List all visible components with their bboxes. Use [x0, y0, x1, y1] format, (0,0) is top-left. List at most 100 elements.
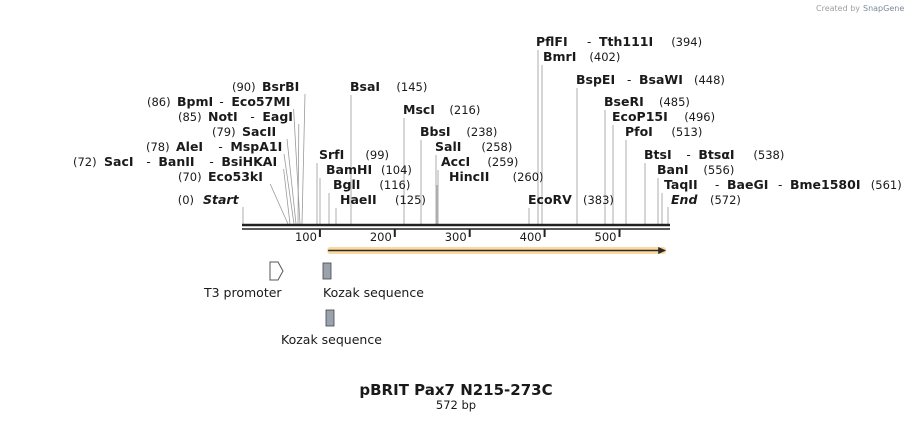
enzyme-name: SrfI: [319, 147, 344, 162]
cut-site-position: (448): [694, 73, 725, 87]
enzyme-name: BseRI: [604, 94, 644, 109]
name-separator: -: [146, 155, 150, 169]
cut-site-leaders: [242, 50, 669, 225]
cut-site-position: (402): [589, 50, 620, 64]
name-separator: -: [778, 178, 782, 192]
name-separator: -: [218, 140, 222, 154]
enzyme-name: SacI: [104, 154, 134, 169]
enzyme-name: BsrBI: [262, 79, 299, 94]
kozak-sequence-label: Kozak sequence: [323, 285, 424, 300]
enzyme-name: PfoI: [625, 124, 653, 139]
enzyme-name: AccI: [441, 154, 470, 169]
enzyme-name: EcoRV: [528, 192, 572, 207]
enzyme-name: MscI: [403, 102, 435, 117]
kozak-sequence-box[interactable]: [325, 309, 335, 327]
orf-arrow[interactable]: [327, 247, 667, 254]
cut-site-position: (258): [481, 140, 512, 154]
enzyme-name: AleI: [176, 139, 203, 154]
cut-site-position: (556): [703, 163, 734, 177]
cut-site-position: (216): [449, 103, 480, 117]
name-separator: -: [715, 178, 719, 192]
t3-promoter-arrow[interactable]: [269, 261, 284, 281]
end-position: (572): [710, 193, 741, 207]
enzyme-name: BtsαI: [698, 147, 734, 162]
name-separator: -: [209, 155, 213, 169]
enzyme-name: Bme1580I: [790, 177, 860, 192]
enzyme-name: EcoP15I: [612, 109, 668, 124]
cut-site-leader: [297, 123, 300, 225]
cut-site-position: (125): [395, 193, 426, 207]
enzyme-name: BanII: [158, 154, 194, 169]
enzyme-name: BanI: [657, 162, 689, 177]
name-separator: -: [587, 35, 591, 49]
ruler-tick-label: 200: [370, 230, 392, 244]
cut-site-leader: [269, 183, 289, 225]
enzyme-name: Tth111I: [599, 34, 653, 49]
cut-site-position: (538): [753, 148, 784, 162]
name-separator: -: [250, 110, 254, 124]
enzyme-name: BaeGI: [727, 177, 768, 192]
enzyme-name: HaeII: [340, 192, 377, 207]
ruler-tick-label: 400: [520, 230, 542, 244]
cut-site-position: (394): [671, 35, 702, 49]
cut-site-leader: [301, 93, 306, 225]
sequence-backbone: [242, 223, 670, 230]
cut-site-position: (99): [365, 148, 389, 162]
credit-brand: SnapGene: [863, 4, 904, 13]
credit-text: Created by: [816, 4, 860, 13]
kozak-sequence-label: Kozak sequence: [281, 332, 382, 347]
ruler-tick-label: 300: [445, 230, 467, 244]
ruler-tick-label: 500: [595, 230, 617, 244]
enzyme-name: BsiHKAI: [221, 154, 277, 169]
cut-site-position: (79): [212, 125, 236, 139]
cut-site-leader: [293, 108, 301, 225]
cut-site-position: (104): [381, 163, 412, 177]
cut-site-position: (90): [232, 80, 256, 94]
cut-site-position: (383): [583, 193, 614, 207]
enzyme-name: BtsI: [644, 147, 672, 162]
cut-site-position: (238): [466, 125, 497, 139]
cut-site-position: (145): [396, 80, 427, 94]
start-position: (0): [178, 193, 194, 207]
enzyme-name: HincII: [449, 169, 489, 184]
kozak-sequence-box[interactable]: [322, 262, 332, 280]
enzyme-name: SacII: [242, 124, 276, 139]
cut-site-position: (116): [379, 178, 410, 192]
enzyme-name: PflFI: [536, 34, 568, 49]
enzyme-name: BglI: [333, 177, 360, 192]
enzyme-name: BpmI: [177, 94, 213, 109]
enzyme-name: BsaWI: [639, 72, 683, 87]
name-separator: -: [627, 73, 631, 87]
cut-site-leader: [283, 153, 295, 225]
t3-promoter-label: T3 promoter: [203, 285, 282, 300]
name-separator: -: [686, 148, 690, 162]
plasmid-length: 572 bp: [436, 398, 476, 412]
enzyme-name: BmrI: [543, 49, 576, 64]
cut-site-position: (485): [659, 95, 690, 109]
enzyme-name: NotI: [208, 109, 238, 124]
enzyme-name: EagI: [262, 109, 293, 124]
cut-site-position: (561): [871, 178, 902, 192]
cut-site-leader: [286, 138, 297, 225]
cut-site-position: (86): [147, 95, 171, 109]
cut-site-leader: [283, 168, 291, 225]
enzyme-name: Eco53kI: [208, 169, 263, 184]
cut-site-position: (259): [487, 155, 518, 169]
enzyme-name: BbsI: [420, 124, 451, 139]
cut-site-position: (513): [671, 125, 702, 139]
enzyme-name: BspEI: [576, 72, 615, 87]
enzyme-name: TaqII: [664, 177, 698, 192]
enzyme-name: BsaI: [350, 79, 380, 94]
name-separator: -: [219, 95, 223, 109]
cut-site-position: (85): [178, 110, 202, 124]
cut-site-position: (260): [513, 170, 544, 184]
enzyme-name: Eco57MI: [231, 94, 290, 109]
start-label: Start: [203, 192, 240, 207]
enzyme-name: SalI: [435, 139, 461, 154]
cut-site-position: (72): [73, 155, 97, 169]
enzyme-name: MspA1I: [230, 139, 282, 154]
cut-site-position: (496): [684, 110, 715, 124]
